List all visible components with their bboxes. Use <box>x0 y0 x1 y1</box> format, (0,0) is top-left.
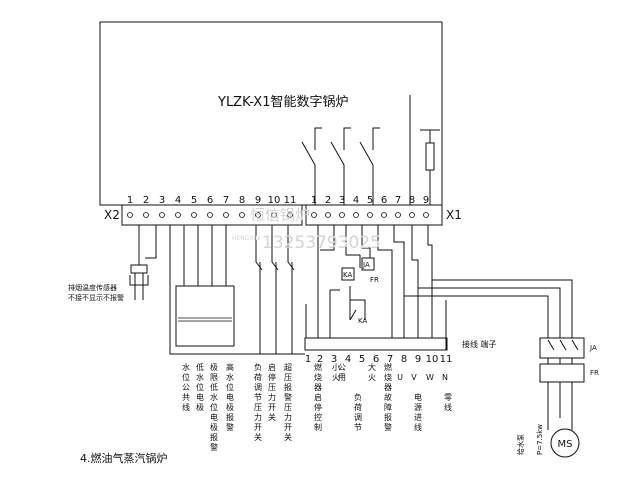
x1-function-3: 负荷调节 <box>354 392 362 432</box>
svg-text:8: 8 <box>401 354 407 365</box>
svg-text:10: 10 <box>268 195 281 206</box>
x1-function-2: 公用 <box>338 363 346 382</box>
svg-text:1: 1 <box>311 195 317 206</box>
svg-text:V: V <box>411 373 417 382</box>
svg-text:1: 1 <box>305 354 311 365</box>
pump-power: P=7.5kw <box>536 424 544 455</box>
svg-text:6: 6 <box>381 195 387 206</box>
x1-function-1: 小火 <box>332 363 340 382</box>
watermark-brand: HENGXIN <box>232 235 260 242</box>
svg-text:10: 10 <box>426 354 439 365</box>
x1-label: X1 <box>446 208 462 222</box>
pump-label: 给水泵 <box>516 434 525 455</box>
svg-text:3: 3 <box>159 195 165 206</box>
x2-function-3: 高水位电极报警 <box>226 362 234 432</box>
x2-function-0: 水位公共线 <box>182 362 190 412</box>
relay-ka: KA <box>343 271 352 279</box>
relay-ka-2: KA <box>358 317 367 325</box>
caption: 4.燃油气蒸汽锅炉 <box>80 451 168 465</box>
svg-text:5: 5 <box>359 354 365 365</box>
x2-function-2: 极限低水位电极报警 <box>210 362 218 452</box>
x1-strip <box>305 204 443 226</box>
svg-text:4: 4 <box>175 195 181 206</box>
svg-text:1: 1 <box>127 195 133 206</box>
x1-function-5: 燃烧器故障报警 <box>384 362 392 432</box>
motor-ja: JA <box>589 344 597 352</box>
motor-fr: FR <box>590 369 599 377</box>
svg-text:8: 8 <box>239 195 245 206</box>
x1-function-0: 燃烧器启停控制 <box>314 362 322 432</box>
svg-text:6: 6 <box>207 195 213 206</box>
x1-function-4: 大火 <box>368 362 376 382</box>
svg-text:2: 2 <box>317 354 323 365</box>
svg-text:5: 5 <box>367 195 373 206</box>
svg-text:11: 11 <box>284 195 297 206</box>
sensor-label-2: 不接不显示不报警 <box>68 293 124 302</box>
svg-text:8: 8 <box>409 195 415 206</box>
x2-function-1: 低水位电极 <box>196 362 204 412</box>
svg-text:U: U <box>397 373 403 382</box>
relay-fr: FR <box>370 276 379 284</box>
svg-text:7: 7 <box>395 195 401 206</box>
terminal-block <box>304 337 448 351</box>
svg-text:11: 11 <box>440 354 453 365</box>
svg-text:9: 9 <box>423 195 429 206</box>
relay-ja: JA <box>362 261 370 269</box>
x2-function-5: 启停压力开关 <box>268 362 276 422</box>
x1-function-7: 零线 <box>444 393 452 412</box>
motor-symbol: MS <box>558 439 573 450</box>
x2-function-4: 负荷调节压力开关 <box>254 362 262 442</box>
svg-text:9: 9 <box>415 354 421 365</box>
watermark-company: 恒信锅炉 <box>250 206 310 224</box>
svg-text:4: 4 <box>353 195 359 206</box>
terminal-block-label: 接线 端子 <box>462 339 497 349</box>
controller-title: YLZK-X1智能数字锅炉 <box>217 94 348 110</box>
x2-label: X2 <box>104 208 120 222</box>
sensor-label-1: 排烟温度传感器 <box>68 283 117 292</box>
svg-text:4: 4 <box>345 354 351 365</box>
svg-text:7: 7 <box>387 354 393 365</box>
x2-function-6: 超压报警压力开关 <box>284 362 292 442</box>
x1-function-6: 电源进线 <box>414 392 422 432</box>
controller-box <box>99 21 443 206</box>
svg-text:3: 3 <box>331 354 337 365</box>
svg-text:6: 6 <box>373 354 379 365</box>
svg-text:3: 3 <box>339 195 345 206</box>
svg-text:2: 2 <box>143 195 149 206</box>
svg-text:5: 5 <box>191 195 197 206</box>
watermark-phone: 13253793025 <box>262 233 381 253</box>
svg-text:W: W <box>426 373 434 382</box>
svg-text:N: N <box>442 373 448 382</box>
svg-text:9: 9 <box>255 195 261 206</box>
svg-text:7: 7 <box>223 195 229 206</box>
svg-text:2: 2 <box>325 195 331 206</box>
